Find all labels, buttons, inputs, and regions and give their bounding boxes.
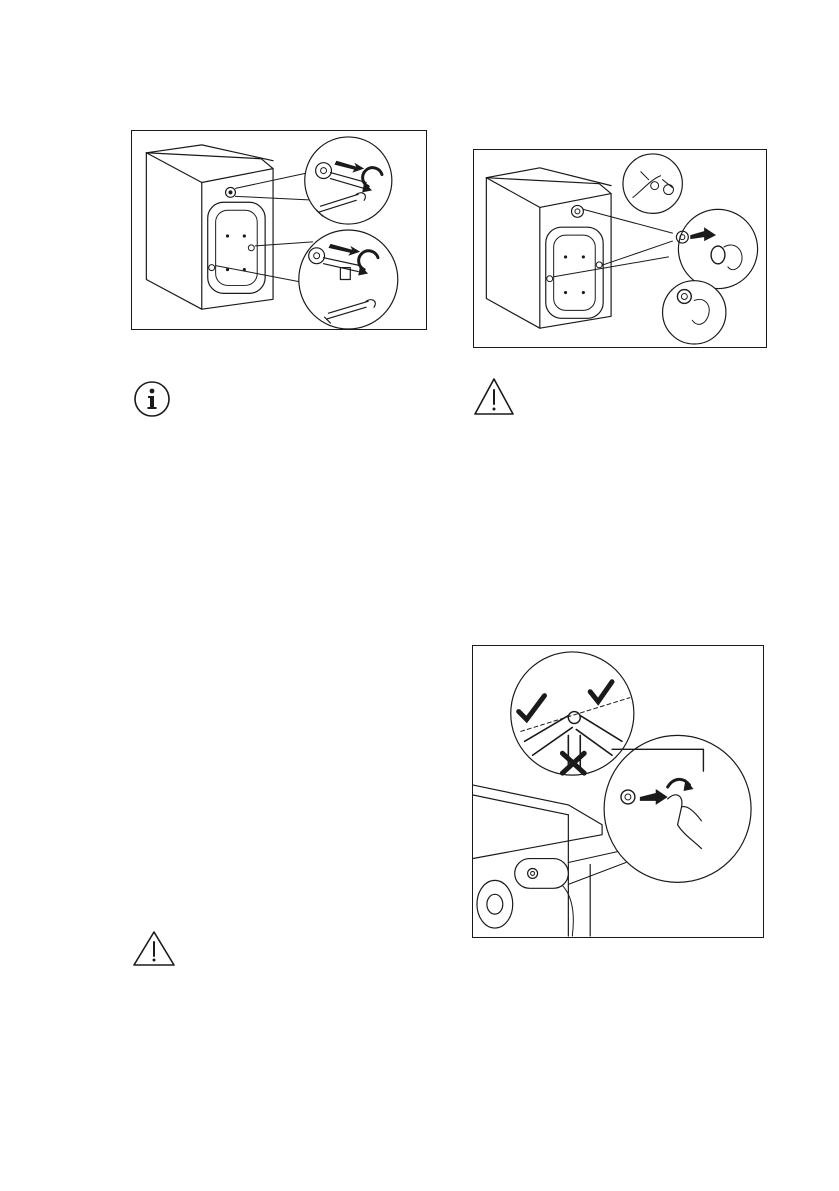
- warning-triangle-icon: [473, 377, 515, 417]
- warning-triangle-icon: [132, 930, 176, 968]
- plastic-cap-insertion-illustration: [473, 149, 767, 348]
- transit-bolt-removal-illustration: [131, 130, 427, 330]
- inlet-hose-connection-illustration: [472, 645, 764, 938]
- info-icon: [133, 380, 171, 418]
